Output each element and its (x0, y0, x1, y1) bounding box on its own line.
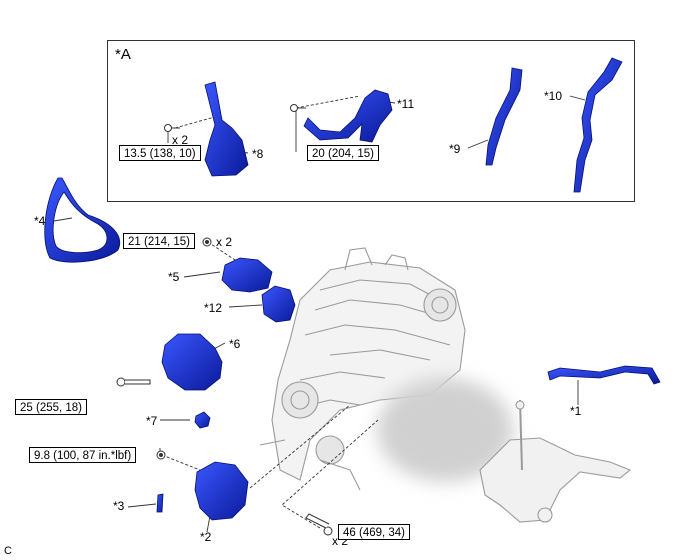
blue-parts (44, 57, 661, 521)
bolt-inset-8 (164, 124, 180, 132)
hose-10 (573, 57, 623, 193)
callout-1: *1 (570, 404, 582, 418)
torque-spec-mount: 46 (469, 34) (338, 524, 411, 540)
torque-spec-11: 20 (204, 15) (307, 145, 380, 161)
callout-11: *11 (397, 97, 415, 111)
pipe-11 (303, 89, 393, 143)
bolt-6 (116, 377, 151, 387)
component-2 (194, 461, 249, 521)
callout-8: *8 (252, 147, 264, 161)
callout-12: *12 (204, 301, 223, 315)
callout-3: *3 (113, 499, 125, 513)
callout-7: *7 (146, 414, 158, 428)
drive-belt (44, 177, 121, 263)
tube-8 (204, 81, 249, 177)
corner-mark: C (4, 545, 12, 557)
torque-spec-6: 25 (255, 18) (15, 399, 88, 415)
transmission-blur (377, 378, 513, 482)
callout-2: *2 (200, 530, 212, 544)
callout-5: *5 (168, 270, 180, 284)
hose-1 (547, 365, 661, 385)
component-6 (161, 333, 223, 391)
bolt-5 (202, 237, 212, 247)
bolt-2 (156, 450, 166, 460)
bolt-inset-11 (290, 104, 306, 112)
torque-spec-2: 9.8 (100, 87 in.*lbf) (29, 447, 137, 463)
engine-assembly (259, 247, 466, 491)
leader-lines (161, 95, 379, 529)
hose-9 (485, 67, 523, 166)
quantity-bolt-5: x 2 (216, 235, 233, 249)
quantity-bolt-8: x 2 (172, 133, 189, 147)
callout-10: *10 (544, 89, 563, 103)
torque-spec-5: 21 (214, 15) (123, 233, 196, 249)
callout-6: *6 (229, 337, 241, 351)
clip-3 (156, 493, 164, 513)
bolts (116, 104, 333, 536)
inset-label: *A (115, 46, 131, 63)
suspension-assembly (479, 399, 632, 523)
inset-frame (107, 40, 635, 202)
part-7 (194, 411, 211, 429)
callout-9: *9 (449, 142, 461, 156)
callout-4: *4 (34, 214, 46, 228)
fitting-12 (261, 285, 296, 323)
bolt-engine-mount (305, 513, 333, 536)
bracket-5 (221, 257, 273, 293)
torque-spec-8: 13.5 (138, 10) (119, 145, 201, 161)
